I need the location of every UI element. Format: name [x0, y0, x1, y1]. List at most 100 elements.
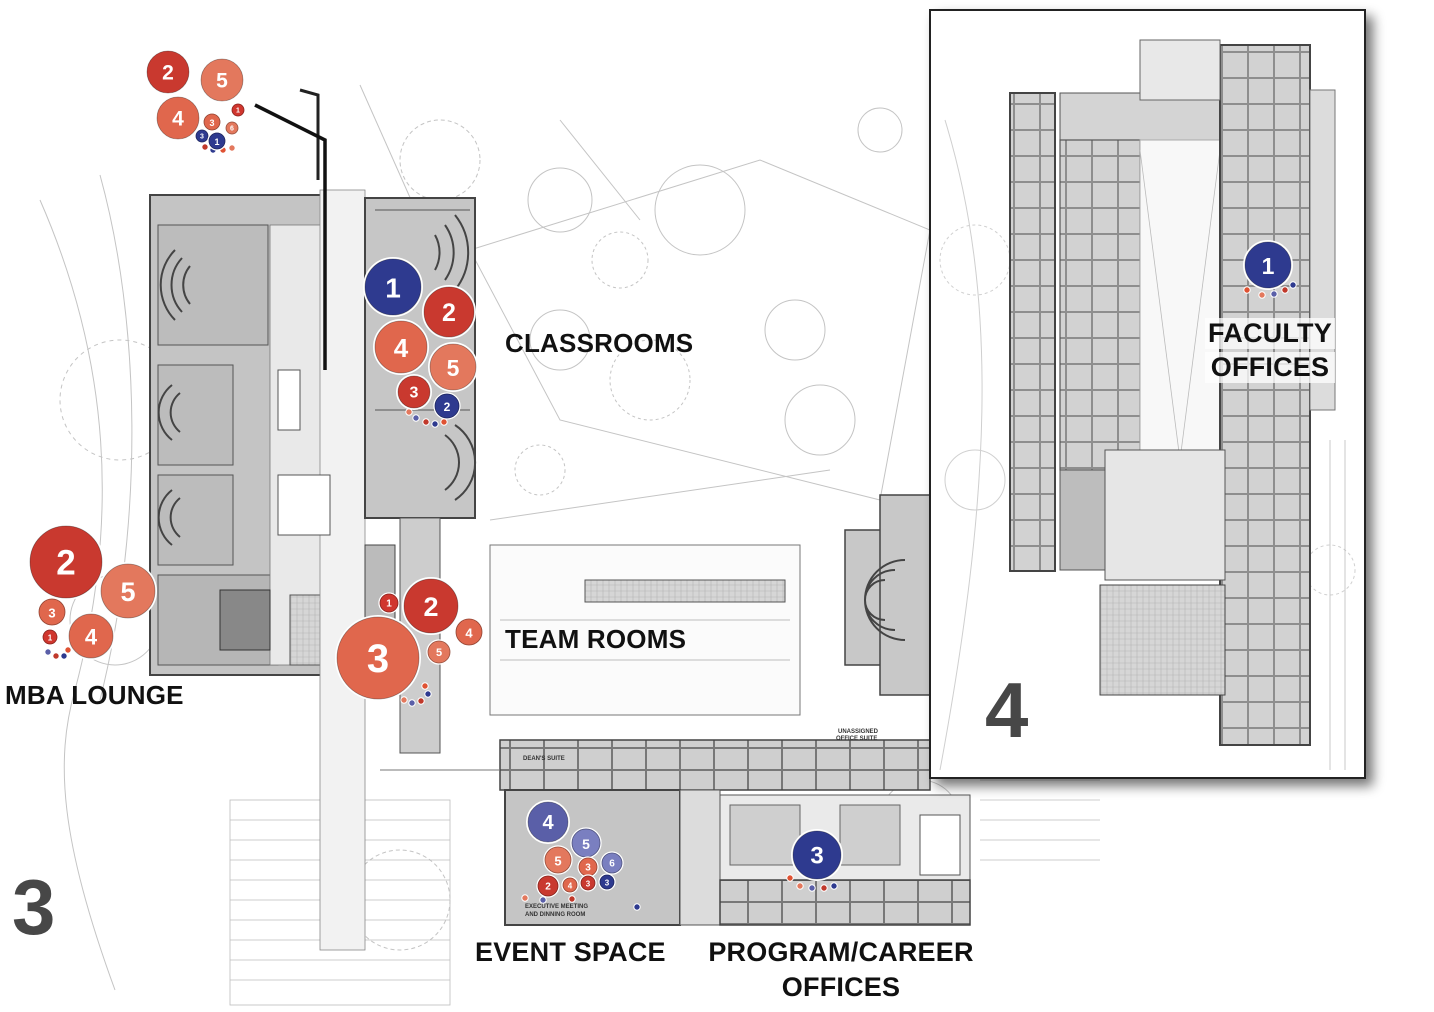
marker-rank-text: 2: [442, 299, 456, 327]
marker-ring: [336, 616, 420, 700]
marker-rank-text: 1: [236, 108, 240, 115]
marker-classrooms-rank-5: 5: [428, 342, 478, 392]
marker-circle: [536, 874, 560, 898]
marker-rank-text: 3: [209, 118, 214, 128]
marker-event_space-rank-5: 5: [570, 827, 602, 859]
marker-tail-dot: [60, 652, 68, 660]
marker-ring: [429, 343, 477, 391]
marker-event_space-rank-2: 2: [536, 874, 560, 898]
marker-tail-dot: [521, 894, 529, 902]
marker-mba_lounge-rank-4: 4: [67, 612, 115, 660]
marker-tail-dot: [1258, 291, 1266, 299]
marker-rank-text: 3: [48, 606, 55, 621]
marker-ring: [599, 874, 615, 890]
marker-rank-text: 2: [545, 882, 551, 893]
marker-ring: [379, 593, 399, 613]
marker-ring: [208, 132, 226, 150]
marker-circle: [373, 319, 429, 375]
exec-room-label-2: AND DINNING ROOM: [525, 912, 585, 918]
floor-4-plan: [939, 39, 1356, 771]
exec-room-label-1: EXECUTIVE MEETING: [525, 904, 588, 910]
marker-rank-text: 4: [568, 882, 573, 891]
marker-tail-dot: [830, 882, 838, 890]
marker-ring: [601, 852, 623, 874]
marker-circle: [378, 592, 400, 614]
marker-tail-dot: [1289, 281, 1297, 289]
marker-ring: [423, 286, 475, 338]
marker-classrooms-rank-1: 1: [363, 257, 423, 317]
faculty-offices-label-2: OFFICES: [1205, 352, 1335, 383]
marker-rank-text: 5: [582, 836, 590, 852]
marker-circle: [426, 639, 452, 665]
marker-ring: [200, 58, 244, 102]
marker-rank-text: 3: [410, 385, 419, 402]
marker-ring: [397, 375, 431, 409]
marker-circle: [99, 562, 157, 620]
marker-event_space-rank-5: 5: [543, 845, 573, 875]
marker-rank-text: 3: [200, 134, 204, 141]
mba-lounge-label: MBA LOUNGE: [5, 680, 184, 710]
team-rooms-plan: [364, 517, 801, 754]
marker-top-rank-5: 5: [199, 57, 245, 103]
marker-tail-dot: [400, 696, 408, 704]
marker-circle: [526, 800, 570, 844]
marker-rank-text: 5: [120, 577, 135, 607]
marker-program_offices-rank-3: 3: [791, 829, 843, 881]
marker-circle: [402, 577, 460, 635]
marker-rank-text: 4: [394, 333, 409, 363]
marker-top-rank-4: 4: [155, 95, 201, 141]
marker-circle: [145, 49, 191, 95]
marker-circle: [202, 112, 222, 132]
marker-ring: [195, 129, 209, 143]
marker-rank-text: 3: [810, 843, 823, 870]
marker-circle: [155, 95, 201, 141]
marker-tail-dot: [422, 418, 430, 426]
marker-circle: [600, 851, 624, 875]
marker-classrooms-rank-3: 3: [396, 374, 432, 410]
floor-4-number: 4: [985, 666, 1029, 754]
marker-rank-text: 5: [554, 854, 561, 869]
program-career-label: PROGRAM/CAREER: [708, 937, 974, 967]
marker-circle: [598, 873, 616, 891]
marker-ring: [527, 801, 569, 843]
marker-circle: [579, 874, 597, 892]
marker-team_rooms-rank-5: 5: [426, 639, 452, 665]
marker-classrooms-rank-4: 4: [373, 319, 429, 375]
marker-tail-dot: [1270, 290, 1278, 298]
deans-suite-label: DEAN'S SUITE: [523, 756, 565, 762]
marker-ring: [225, 121, 239, 135]
marker-circle: [363, 257, 423, 317]
marker-ring: [146, 50, 190, 94]
marker-team_rooms-rank-1: 1: [378, 592, 400, 614]
marker-rank-text: 3: [585, 863, 591, 874]
marker-ring: [792, 830, 842, 880]
program-career-label-2: OFFICES: [781, 972, 901, 1002]
marker-rank-text: 2: [56, 544, 75, 583]
marker-circle: [41, 628, 59, 646]
marker-rank-text: 3: [605, 879, 610, 888]
faculty-offices-label: FACULTY: [1205, 318, 1335, 349]
marker-rank-text: 3: [367, 637, 389, 681]
marker-tail-dot: [201, 143, 209, 151]
marker-rank-text: 4: [542, 812, 554, 834]
marker-circle: [561, 876, 579, 894]
marker-tail-dot: [796, 882, 804, 890]
team-rooms-label: TEAM ROOMS: [505, 624, 687, 654]
marker-tail-dot: [52, 652, 60, 660]
marker-tail-dot: [539, 896, 547, 904]
marker-team_rooms-rank-3: 3: [335, 615, 421, 701]
marker-event_space-rank-4: 4: [561, 876, 579, 894]
marker-circle: [428, 342, 478, 392]
central-corridor-plan: [254, 88, 366, 951]
marker-ring: [364, 258, 422, 316]
marker-tail-dot: [1243, 286, 1251, 294]
marker-event_space-rank-6: 6: [600, 851, 624, 875]
marker-ring: [42, 629, 58, 645]
marker-team_rooms-rank-4: 4: [454, 617, 484, 647]
marker-ring: [427, 640, 451, 664]
marker-circle: [28, 524, 104, 600]
marker-classrooms-rank-2: 2: [433, 392, 461, 420]
marker-tail-dot: [228, 144, 236, 152]
marker-tail-dot: [431, 420, 439, 428]
